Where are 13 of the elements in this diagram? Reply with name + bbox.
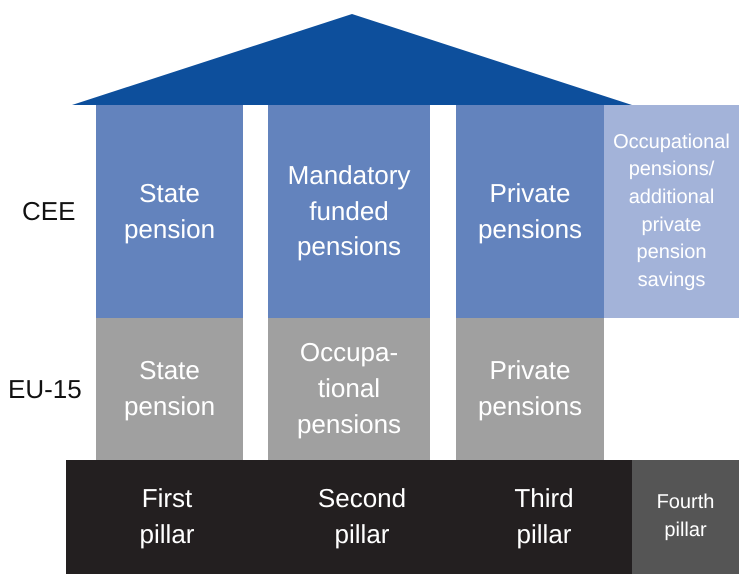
pillar-label: Fourth pillar (656, 490, 716, 543)
pillar-label: Second pillar (316, 482, 408, 551)
pillar-label: Third pillar (513, 482, 575, 551)
row-label: EU-15 (8, 374, 82, 405)
pillar-label: State pension (122, 176, 216, 246)
pillar-label: Occupational pensions/ additional private pension savings (612, 130, 731, 293)
pillar-label: Occupa-tional pensions (296, 336, 402, 441)
row-label: CEE (22, 196, 76, 227)
pillar-label: Mandatory funded pensions (286, 158, 412, 264)
pillar-label: State pension (122, 354, 216, 423)
pillar-label: Private pensions (476, 354, 584, 423)
pillar-label: First pillar (138, 482, 196, 551)
pillar-label: Private pensions (476, 176, 584, 246)
